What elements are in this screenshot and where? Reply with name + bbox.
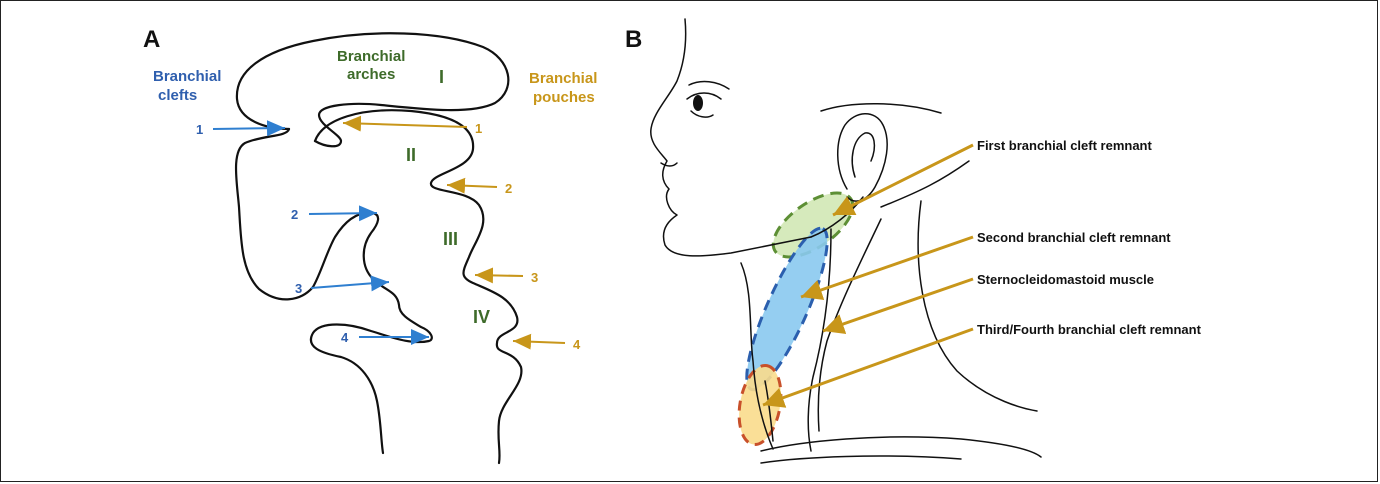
pouch-number-2: 2	[505, 181, 512, 196]
pouch-number-4: 4	[573, 337, 581, 352]
pouch-2-arrow	[447, 185, 497, 187]
cleft-1-arrow	[213, 128, 285, 129]
pouches-heading-line1: Branchial	[529, 70, 597, 87]
third-fourth-cleft-remnant-region	[733, 362, 786, 448]
arch-numeral-i: I	[439, 67, 444, 87]
pouch-1-arrow	[343, 123, 467, 127]
label-sternocleidomastoid: Sternocleidomastoid muscle	[977, 272, 1154, 287]
panel-b-letter: B	[625, 26, 642, 53]
pouch-number-1: 1	[475, 121, 482, 136]
third-fourth-remnant-leader	[763, 329, 973, 405]
cleft-number-4: 4	[341, 330, 349, 345]
first-remnant-leader	[833, 145, 973, 215]
arches-right-outline	[315, 110, 521, 463]
label-first-cleft-remnant: First branchial cleft remnant	[977, 138, 1152, 153]
arches-heading-line2: arches	[347, 66, 395, 83]
scm-leader	[823, 279, 973, 331]
arch-numeral-ii: II	[406, 145, 416, 165]
cleft-number-2: 2	[291, 207, 298, 222]
clefts-heading-line1: Branchial	[153, 68, 221, 85]
label-second-cleft-remnant: Second branchial cleft remnant	[977, 230, 1171, 245]
cleft-2-arrow	[309, 213, 377, 214]
pouch-4-arrow	[513, 341, 565, 343]
cleft-number-1: 1	[196, 122, 203, 137]
panel-a-letter: A	[143, 26, 160, 53]
arch-numeral-iii: III	[443, 229, 458, 249]
arch-numeral-iv: IV	[473, 307, 490, 327]
clefts-heading-line2: clefts	[158, 87, 197, 104]
arches-left-outline	[236, 129, 432, 453]
arches-heading-line1: Branchial	[337, 48, 405, 65]
label-third-fourth-cleft-remnant: Third/Fourth branchial cleft remnant	[977, 322, 1202, 337]
cleft-3-arrow	[311, 282, 389, 288]
cleft-number-3: 3	[295, 281, 302, 296]
pouches-heading-line2: pouches	[533, 89, 595, 106]
pouch-number-3: 3	[531, 270, 538, 285]
pouch-3-arrow	[475, 275, 523, 276]
